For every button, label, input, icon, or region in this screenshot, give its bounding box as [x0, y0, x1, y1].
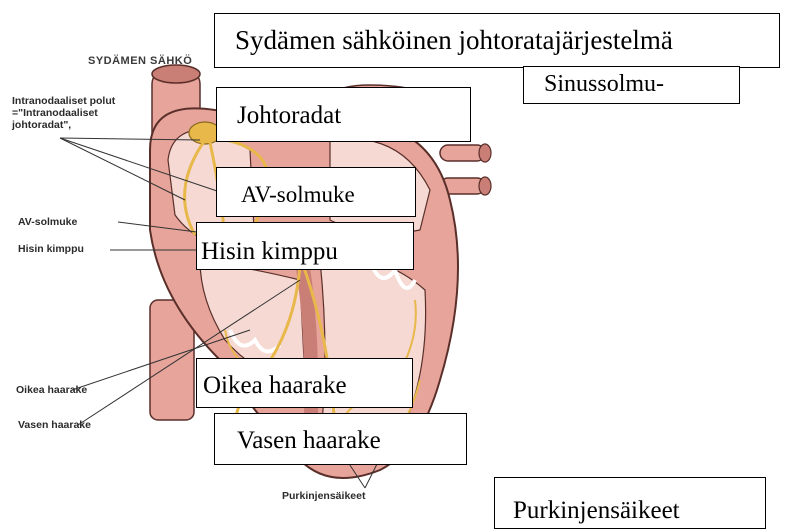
pulmonary-vein-upper: [440, 145, 485, 161]
title-box: Sydämen sähköinen johtoratajärjestelmä: [214, 13, 780, 68]
purkinje-box: Purkinjensäikeet: [494, 477, 766, 529]
original-label-intranodal: Intranodaaliset polut ="Intranodaaliset …: [12, 95, 115, 131]
pathways-box: Johtoradat: [216, 87, 471, 142]
av-node-box: AV-solmuke: [216, 167, 416, 217]
pulmonary-vein-lower-opening: [479, 177, 491, 195]
his-bundle-box: Hisin kimppu: [196, 222, 414, 270]
original-label-intranodal-line-1: Intranodaaliset polut: [12, 95, 115, 107]
sinus-node-box: Sinussolmu-: [523, 66, 740, 104]
right-branch-box: Oikea haarake: [196, 358, 413, 408]
original-label-av-node: AV-solmuke: [18, 216, 77, 228]
original-label-right-branch: Oikea haarake: [16, 384, 87, 396]
original-label-intranodal-line-2: ="Intranodaaliset: [12, 107, 115, 119]
left-branch-box: Vasen haarake: [214, 413, 467, 465]
pulmonary-vein-upper-opening: [479, 144, 491, 162]
vena-cava-opening: [152, 65, 200, 83]
original-label-his-bundle: Hisin kimppu: [18, 243, 84, 255]
original-label-intranodal-line-3: johtoradat",: [12, 119, 115, 131]
original-label-left-branch: Vasen haarake: [18, 419, 91, 431]
original-title-partial: SYDÄMEN SÄHKÖ: [88, 55, 192, 67]
original-label-purkinje: Purkinjensäikeet: [282, 490, 365, 502]
